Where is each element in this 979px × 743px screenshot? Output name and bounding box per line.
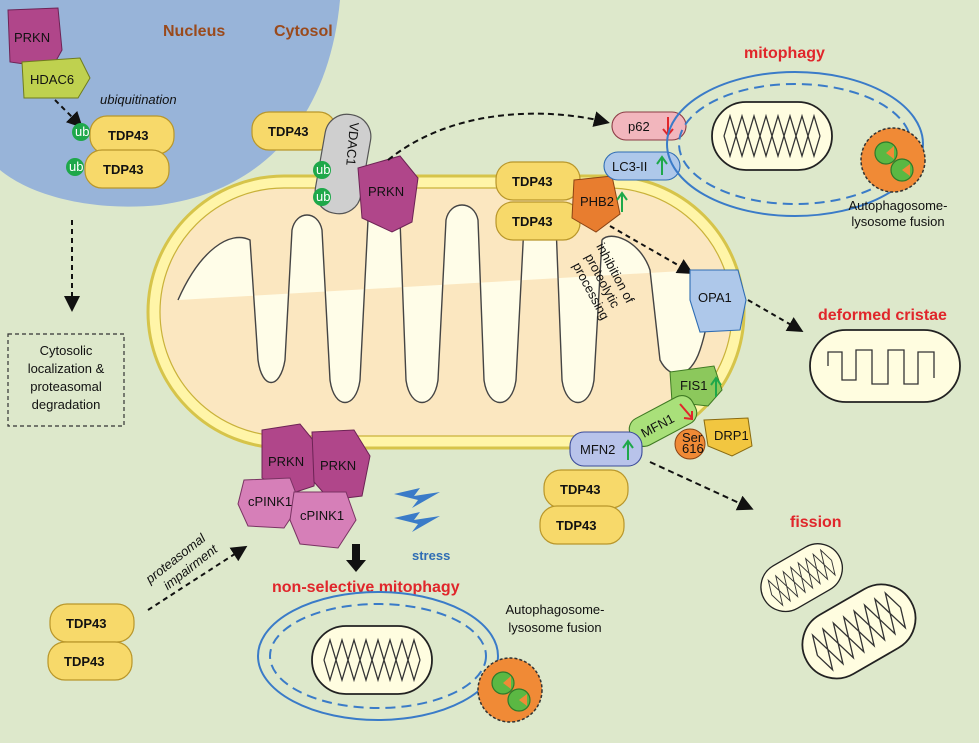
svg-text:MFN2: MFN2 — [580, 442, 615, 457]
svg-text:PRKN: PRKN — [268, 454, 304, 469]
svg-text:Cytosolic: Cytosolic — [40, 343, 93, 358]
svg-text:Autophagosome-: Autophagosome- — [848, 198, 947, 213]
svg-text:proteasomal: proteasomal — [30, 379, 102, 394]
svg-text:PRKN: PRKN — [320, 458, 356, 473]
svg-text:degradation: degradation — [32, 397, 101, 412]
down-arrow — [346, 544, 366, 572]
svg-text:PHB2: PHB2 — [580, 194, 614, 209]
nucleus-tdp43-a: TDP43 — [108, 128, 148, 143]
fission-tdp43-b: TDP43 — [556, 518, 596, 533]
ubiquitination-arrow — [54, 99, 83, 128]
svg-text:ub: ub — [316, 162, 330, 177]
p62: p62 — [611, 111, 687, 141]
svg-text:p62: p62 — [628, 119, 650, 134]
inhibition-arrow — [609, 225, 694, 274]
prkn-a: PRKN — [261, 423, 319, 495]
nonselective-title: non-selective mitophagy — [272, 579, 460, 596]
mitophagy-title: mitophagy — [744, 45, 825, 62]
svg-text:ub: ub — [75, 124, 89, 139]
deformed-mitochondrion — [809, 329, 961, 403]
svg-text:lysosome fusion: lysosome fusion — [508, 620, 601, 635]
proteasomal-arrow — [147, 545, 248, 611]
svg-text:VDAC1: VDAC1 — [343, 122, 362, 167]
svg-text:lysosome fusion: lysosome fusion — [851, 214, 944, 229]
nucleus-region — [0, 0, 340, 207]
svg-text:OPA1: OPA1 — [698, 290, 732, 305]
phb2: PHB2 — [571, 175, 628, 233]
stress-icon — [394, 488, 440, 532]
cyto-tdp43-a: TDP43 — [66, 616, 106, 631]
svg-text:Autophagosome-: Autophagosome- — [505, 602, 604, 617]
stress-label: stress — [412, 548, 450, 563]
om-prkn: PRKN — [357, 155, 419, 233]
ub-tag — [72, 123, 90, 141]
nucleus-hdac6: HDAC6 — [21, 57, 91, 99]
svg-text:Ser: Ser — [682, 430, 703, 445]
cytosolic-box — [7, 333, 125, 427]
lysosome — [860, 127, 926, 193]
cpink1-a: cPINK1 — [237, 477, 301, 529]
cytosol-label: Cytosol — [274, 23, 333, 40]
fission-tdp43-a: TDP43 — [560, 482, 600, 497]
svg-text:PRKN: PRKN — [368, 184, 404, 199]
ubiquitination-label: ubiquitination — [100, 92, 177, 107]
om-tdp43: TDP43 — [268, 124, 308, 139]
nucleus-prkn: PRKN — [7, 7, 63, 69]
svg-text:PRKN: PRKN — [14, 30, 50, 45]
phb2-tdp43-a: TDP43 — [512, 174, 552, 189]
svg-text:HDAC6: HDAC6 — [30, 72, 74, 87]
prkn-b: PRKN — [311, 429, 371, 501]
mitophagy-arrow — [387, 111, 610, 161]
svg-text:616: 616 — [682, 441, 704, 456]
nucleus-tdp43-b: TDP43 — [103, 162, 143, 177]
nucleus-label: Nucleus — [163, 23, 225, 40]
opa1: OPA1 — [689, 269, 747, 333]
ns-lysosome — [477, 657, 543, 723]
svg-text:LC3-II: LC3-II — [612, 159, 647, 174]
svg-text:localization &: localization & — [28, 361, 105, 376]
cyto-tdp43-b: TDP43 — [64, 654, 104, 669]
mfn2: MFN2 — [569, 431, 643, 467]
deformed-title: deformed cristae — [818, 307, 947, 324]
svg-text:DRP1: DRP1 — [714, 428, 749, 443]
ub-tag — [66, 158, 84, 176]
ser616: Ser 616 — [674, 428, 706, 460]
fission-title: fission — [790, 514, 842, 531]
deformed-arrow — [747, 299, 804, 332]
drp1: DRP1 — [703, 417, 753, 457]
ns-autophagosome-outer — [257, 591, 499, 721]
svg-text:cPINK1: cPINK1 — [300, 508, 344, 523]
ns-autophagosome-inner — [269, 603, 487, 709]
ub-tag — [313, 161, 331, 179]
autophagosome-outer — [666, 71, 924, 217]
svg-text:FIS1: FIS1 — [680, 378, 707, 393]
phb2-tdp43-b: TDP43 — [512, 214, 552, 229]
main-mitochondrion — [146, 174, 746, 450]
svg-text:cPINK1: cPINK1 — [248, 494, 292, 509]
fission-arrow — [649, 461, 754, 511]
svg-text:ub: ub — [316, 189, 330, 204]
svg-text:ub: ub — [69, 159, 83, 174]
ub-tag — [313, 188, 331, 206]
cpink1-b: cPINK1 — [289, 491, 357, 549]
lc3-ii: LC3-II — [603, 151, 681, 181]
